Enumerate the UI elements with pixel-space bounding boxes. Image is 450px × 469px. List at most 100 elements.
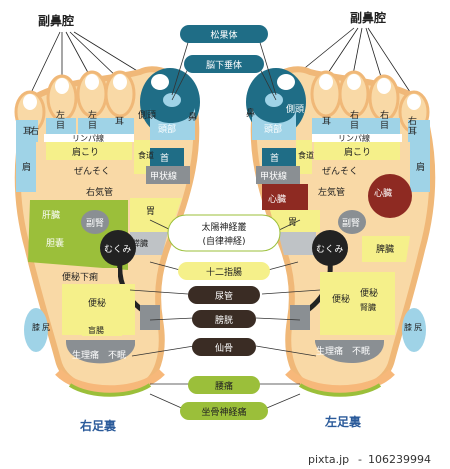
right-stomach-zone (270, 210, 320, 232)
left-constipation-label: 便秘 (88, 297, 106, 309)
right-sinus-dot (407, 94, 421, 110)
right-foot-title: 左足裏 (324, 414, 362, 429)
right-constipation-label-2: 便秘 (360, 287, 378, 299)
right-foot (246, 66, 436, 397)
left-side-head-label: 側頭 (138, 109, 156, 121)
right-shoulder-zone (410, 142, 430, 192)
left-foot (14, 66, 200, 397)
left-sinus-dot (151, 74, 169, 90)
left-nose-label: 鼻 (188, 111, 197, 123)
left-pancreas-label: 膵臓 (132, 238, 148, 248)
right-esophagus-label: 食道 (298, 150, 314, 160)
right-toe-2 (310, 70, 342, 118)
left-kidney-zone (100, 230, 136, 266)
watermark-brand: pixta.jp (308, 453, 349, 466)
left-neck-zone (150, 148, 184, 166)
right-neck-label: 首 (270, 152, 279, 164)
left-ear-label-1: 耳 (23, 126, 32, 137)
right-bronchus-label: 左気管 (318, 186, 345, 198)
pill-sacrum-text: 仙骨 (215, 342, 233, 354)
right-constipation-label-1: 便秘 (332, 293, 350, 305)
left-eye-zone (46, 118, 76, 134)
right-asthma-label: ぜんそく (322, 166, 358, 177)
right-head-zone (252, 108, 296, 140)
right-adrenal-zone (338, 210, 366, 234)
pill-ureter (188, 286, 260, 304)
pill-sacrum (192, 338, 256, 356)
right-ear-label-1: 耳 (408, 126, 417, 137)
left-adrenal-zone (81, 210, 109, 234)
right-bladder-zone (290, 305, 310, 330)
right-right-label-1: 右 (380, 109, 389, 121)
left-knee-hip-zone (24, 308, 48, 352)
right-sinus-dot (319, 74, 333, 90)
left-lymph-label: リンパ線 (72, 133, 104, 143)
right-eye-zone (370, 118, 400, 134)
sinus-label-left: 副鼻腔 (38, 13, 74, 28)
left-bladder-zone (140, 305, 160, 330)
left-thyroid-label: 甲状線 (150, 170, 177, 182)
right-heart-zone (368, 174, 412, 218)
right-edema-label: むくみ (316, 244, 343, 255)
right-heart-zone-2 (262, 184, 308, 210)
left-hip-label: 尻 (42, 323, 50, 332)
left-ovary-label: 盲腸 (88, 325, 104, 335)
pill-sciatica (180, 402, 268, 420)
right-kidney-label: 腎臓 (360, 302, 376, 312)
left-left-label-1: 左 (56, 109, 65, 121)
left-thyroid-zone (146, 166, 190, 184)
left-lumbago-arc (55, 369, 165, 394)
right-adrenal-label: 副腎 (342, 218, 360, 229)
pill-duodenum (178, 262, 270, 280)
right-menstrual-label: 生理痛 (316, 345, 343, 357)
left-constipation-diarrhea-label: 便秘下痢 (62, 271, 98, 283)
right-sciatica-arc (298, 383, 382, 397)
pill-pituitary (184, 55, 264, 73)
left-shoulder-label: 肩 (22, 161, 31, 173)
right-side-head-label: 側頭 (286, 103, 304, 115)
left-toe-2 (104, 70, 136, 118)
watermark-sep: - (358, 453, 362, 466)
pill-duodenum-text: 十二指腸 (206, 266, 242, 278)
right-right-label-2: 右 (350, 109, 359, 121)
left-sciatica-arc (68, 383, 152, 397)
right-lymph-band (312, 134, 402, 142)
right-head-label: 頭部 (264, 123, 282, 135)
pill-sciatica-text: 坐骨神経痛 (201, 406, 246, 418)
left-neck-label: 首 (160, 152, 169, 164)
left-edema-label: むくみ (104, 244, 131, 255)
left-ear-label-1b: 右 (30, 125, 39, 137)
left-menstrual-label: 生理痛 (72, 349, 99, 361)
right-eye-zone (312, 118, 340, 134)
right-eye-zone (340, 118, 370, 134)
pill-solar-plexus-text-1: 太陽神経叢 (201, 221, 246, 233)
left-esophagus-label: 食道 (138, 150, 154, 160)
right-heart-label-2: 心臓 (268, 194, 286, 205)
right-eye-label-2: 目 (350, 120, 359, 131)
left-bronchus-zone (70, 182, 140, 200)
right-thyroid-label: 甲状線 (260, 170, 287, 182)
left-eye-zone (108, 118, 134, 134)
right-heel-zone (315, 340, 384, 363)
left-ear-label-2: 耳 (115, 116, 124, 127)
left-constipation-diarrhea-zone (58, 268, 118, 284)
left-stiff-shoulder-zone (46, 142, 132, 160)
right-neck-zone (262, 148, 296, 166)
left-sinus-dot (85, 74, 99, 90)
left-head-label: 頭部 (158, 123, 176, 135)
pill-pineal-text: 松果体 (210, 29, 237, 41)
left-knee-label: 膝 (32, 322, 40, 332)
left-eye-label-2: 目 (88, 120, 97, 131)
left-left-label-2: 左 (88, 109, 97, 121)
right-heart-label-1: 心臓 (374, 188, 392, 199)
left-sinus-dot (113, 74, 127, 90)
right-hip-label: 尻 (414, 323, 422, 332)
left-insomnia-label: 不眠 (108, 350, 126, 361)
left-bronchus-label: 右気管 (86, 186, 113, 198)
right-insomnia-label: 不眠 (352, 346, 370, 357)
right-esophagus-zone (296, 140, 312, 174)
left-eye-zone (78, 118, 108, 134)
right-shoulder-label: 肩 (416, 161, 425, 173)
pill-lumbago (188, 376, 260, 394)
right-knee-hip-zone (402, 308, 426, 352)
